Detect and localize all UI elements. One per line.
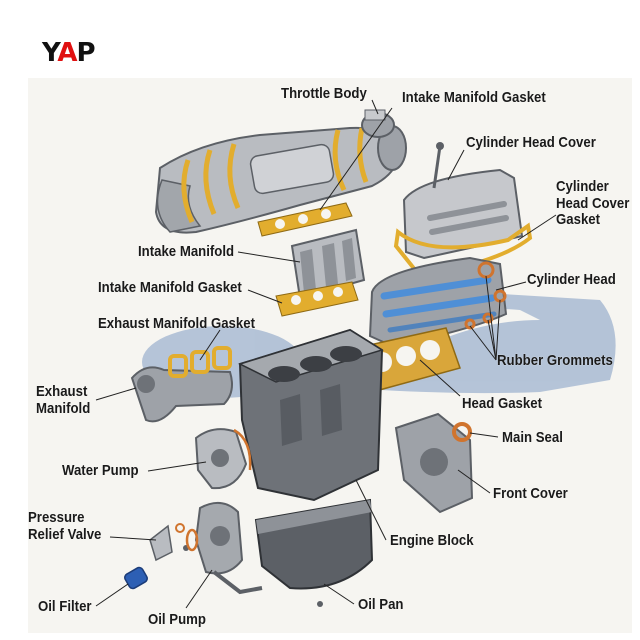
logo-letter-y: Y <box>42 38 58 68</box>
intake-manifold-gasket <box>275 281 359 317</box>
logo-letter-p: P <box>76 38 95 68</box>
main-seal <box>452 422 472 442</box>
intake-manifold-gasket-top <box>257 202 353 237</box>
pressure-relief-valve <box>149 523 189 562</box>
logo-letter-a: A <box>57 38 77 68</box>
label-head-gasket: Head Gasket <box>462 395 542 412</box>
oil-pump <box>185 501 263 595</box>
label-cylinder-head-cover-gasket-line2: Head Cover <box>556 194 630 212</box>
throttle-body <box>361 109 395 138</box>
brand-logo: YAP <box>42 38 96 68</box>
engine-block <box>237 328 384 502</box>
label-cylinder-head-cover-gasket: Cylinder Head Cover Gasket <box>556 178 630 229</box>
label-cylinder-head-cover: Cylinder Head Cover <box>466 134 596 151</box>
intake-manifold <box>290 228 366 300</box>
label-intake-manifold-gasket-top: Intake Manifold Gasket <box>402 89 546 106</box>
leader-lines <box>95 99 557 609</box>
front-cover <box>394 412 474 514</box>
label-front-cover: Front Cover <box>493 485 568 502</box>
oil-pan <box>254 498 374 607</box>
label-main-seal: Main Seal <box>502 429 563 446</box>
label-cylinder-head: Cylinder Head <box>527 271 616 288</box>
exhaust-manifold-gasket <box>168 346 232 378</box>
label-water-pump: Water Pump <box>62 462 139 479</box>
label-pressure-relief-valve-line2: Relief Valve <box>28 525 102 543</box>
label-exhaust-manifold: Exhaust Manifold <box>36 383 91 417</box>
label-intake-manifold: Intake Manifold <box>138 243 235 260</box>
label-pressure-relief-valve-line1: Pressure <box>28 509 85 526</box>
label-engine-block: Engine Block <box>390 532 474 549</box>
water-pump <box>194 428 252 490</box>
label-oil-pan: Oil Pan <box>358 596 404 613</box>
label-exhaust-manifold-line1: Exhaust <box>36 383 88 400</box>
label-pressure-relief-valve: Pressure Relief Valve <box>28 509 102 543</box>
label-oil-filter: Oil Filter <box>38 598 92 615</box>
oil-filter <box>124 566 148 590</box>
exhaust-manifold <box>130 366 233 423</box>
label-rubber-grommets: Rubber Grommets <box>497 352 613 369</box>
label-cylinder-head-cover-gasket-line1: Cylinder <box>556 178 609 195</box>
label-throttle-body: Throttle Body <box>281 85 367 102</box>
label-exhaust-manifold-gasket: Exhaust Manifold Gasket <box>98 315 255 332</box>
label-intake-manifold-gasket: Intake Manifold Gasket <box>98 279 242 296</box>
label-cylinder-head-cover-gasket-line3: Gasket <box>556 211 601 228</box>
label-exhaust-manifold-line2: Manifold <box>36 399 91 417</box>
cylinder-head-cover <box>402 142 524 260</box>
label-oil-pump: Oil Pump <box>148 611 206 628</box>
